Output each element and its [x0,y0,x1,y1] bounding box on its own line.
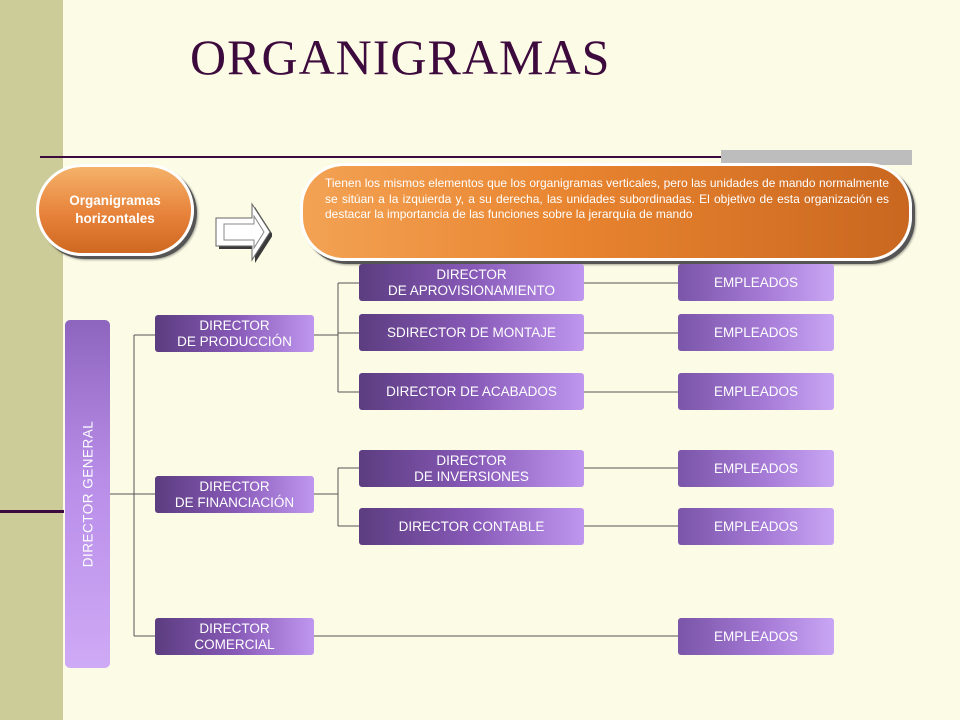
root-node-director-general: DIRECTOR GENERAL [65,320,110,668]
node-label-line1: EMPLEADOS [713,324,799,340]
node-label-line2: DE PRODUCCIÓN [177,333,292,349]
node-label-line2: DE FINANCIACIÓN [174,494,295,510]
node-label-line1: EMPLEADOS [713,383,799,399]
root-node-label: DIRECTOR GENERAL [80,420,95,568]
title-divider [40,156,911,158]
description-text: Tienen los mismos elementos que los orga… [325,176,889,222]
node-label-line1: DIRECTOR CONTABLE [398,518,545,534]
node-label-line1: SDIRECTOR DE MONTAJE [386,324,556,340]
node-label-line1: EMPLEADOS [713,628,799,644]
node-director-contable: DIRECTOR CONTABLE [359,508,584,545]
node-label-line2: COMERCIAL [194,636,275,652]
node-empleados-inversiones: EMPLEADOS [678,450,834,487]
node-director-aprovisionamiento: DIRECTOR DE APROVISIONAMIENTO [359,264,584,301]
node-label-line1: DIRECTOR [436,267,507,282]
node-label-line1: DIRECTOR [199,621,270,636]
node-director-comercial: DIRECTOR COMERCIAL [155,618,314,655]
node-director-montaje: SDIRECTOR DE MONTAJE [359,314,584,351]
description-pill: Tienen los mismos elementos que los orga… [300,163,912,261]
node-empleados-acabados: EMPLEADOS [678,373,834,410]
topic-pill: Organigramas horizontales [36,164,194,256]
node-director-produccion: DIRECTOR DE PRODUCCIÓN [155,315,314,352]
node-label-line1: DIRECTOR [199,318,270,333]
page-title: ORGANIGRAMAS [190,29,611,85]
node-label-line1: DIRECTOR DE ACABADOS [386,383,557,399]
left-divider [0,510,64,513]
right-arrow-icon [215,202,272,263]
node-empleados-comercial: EMPLEADOS [678,618,834,655]
node-label-line1: EMPLEADOS [713,274,799,290]
node-empleados-contable: EMPLEADOS [678,508,834,545]
node-label-line1: DIRECTOR [436,453,507,468]
node-label-line2: DE APROVISIONAMIENTO [387,282,556,298]
node-empleados-montaje: EMPLEADOS [678,314,834,351]
decorative-grey-bar [721,150,912,165]
node-director-acabados: DIRECTOR DE ACABADOS [359,373,584,410]
node-label-line1: DIRECTOR [199,479,270,494]
node-empleados-aprovisionamiento: EMPLEADOS [678,264,834,301]
topic-label: Organigramas horizontales [69,193,161,226]
node-label-line1: EMPLEADOS [713,518,799,534]
node-director-inversiones: DIRECTOR DE INVERSIONES [359,450,584,487]
node-director-financiacion: DIRECTOR DE FINANCIACIÓN [155,476,314,513]
node-label-line1: EMPLEADOS [713,460,799,476]
node-label-line2: DE INVERSIONES [414,468,529,484]
left-decorative-band [0,0,63,720]
